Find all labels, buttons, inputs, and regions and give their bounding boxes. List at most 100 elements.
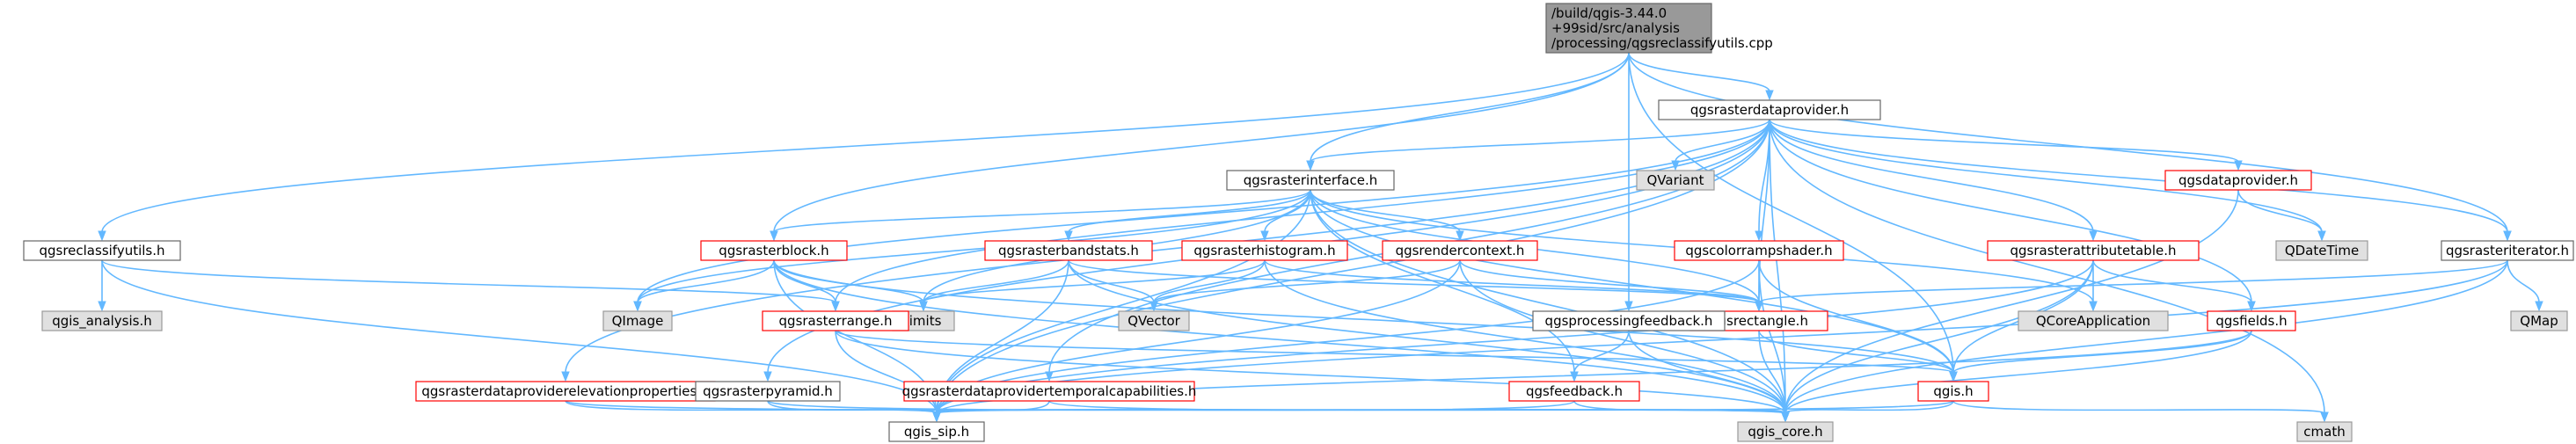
edge-procfeedback-to-qgis_core <box>1628 330 1790 423</box>
node-qimage: QImage <box>602 310 673 331</box>
edge-arrowhead <box>633 301 642 312</box>
edge-line <box>1628 330 1786 414</box>
node-attrtable[interactable]: qgsrasterattributetable.h <box>1987 240 2200 261</box>
node-label: qgis_sip.h <box>904 424 969 440</box>
edge-line <box>1628 52 1954 374</box>
edge-line <box>565 400 938 414</box>
node-label: QCoreApplication <box>2036 313 2150 329</box>
node-label: /processing/qgsreclassifyutils.cpp <box>1551 35 1773 51</box>
edge-line <box>1784 259 2094 414</box>
node-box <box>2018 310 2169 331</box>
node-reclass[interactable]: qgsreclassifyutils.h <box>23 240 181 261</box>
node-box <box>1658 99 1881 120</box>
node-feedback[interactable]: qgsfeedback.h <box>1508 381 1640 402</box>
node-label: qgsdataprovider.h <box>2178 172 2298 188</box>
edge-line <box>1310 189 1461 233</box>
edge-arrowhead <box>1624 301 1633 312</box>
edge-line <box>1758 259 1786 414</box>
edge-line <box>1628 52 1770 92</box>
edge-line <box>2237 189 2323 233</box>
edge-arrowhead <box>1306 160 1315 171</box>
edge-line <box>1784 400 1954 414</box>
node-fields[interactable]: qgsfields.h <box>2207 310 2296 331</box>
node-elevprops[interactable]: qgsrasterdataproviderelevationproperties… <box>415 381 716 402</box>
edge-line <box>1310 189 1786 414</box>
node-rinterface[interactable]: qgsrasterinterface.h <box>1226 170 1395 191</box>
node-rendercontext[interactable]: qgsrendercontext.h <box>1382 240 1538 261</box>
node-bandstats[interactable]: qgsrasterbandstats.h <box>984 240 1153 261</box>
node-colorramp[interactable]: qgscolorrampshader.h <box>1674 240 1844 261</box>
edge-rectangle-to-qgis <box>1758 330 1958 382</box>
edge-arrowhead <box>1570 371 1579 382</box>
edge-line <box>1758 330 1954 374</box>
node-procfeedback[interactable]: qgsprocessingfeedback.h <box>1532 310 1726 331</box>
node-temporal[interactable]: qgsrasterdataprovidertemporalcapabilitie… <box>902 381 1197 402</box>
node-rblock[interactable]: qgsrasterblock.h <box>700 240 848 261</box>
edge-line <box>1068 189 1311 233</box>
node-label: qgsrasterblock.h <box>719 243 828 258</box>
edge-histogram-to-qvector <box>1149 259 1266 312</box>
edge-line <box>637 259 775 303</box>
node-box <box>695 381 841 402</box>
edge-arrowhead <box>770 230 778 242</box>
node-label: qgis_core.h <box>1748 424 1822 440</box>
node-qvariant: QVariant <box>1636 170 1715 191</box>
edge-rinterface-to-rendercontext <box>1310 189 1464 242</box>
node-label: QDateTime <box>2285 243 2359 258</box>
edge-line <box>1310 189 1954 374</box>
edge-line <box>1675 119 1770 163</box>
edge-root-to-rblock <box>770 52 1630 242</box>
node-box <box>2275 240 2368 261</box>
node-label: qgsrasterinterface.h <box>1244 172 1377 188</box>
edge-dataprovider-to-qgis_core <box>1781 189 2239 423</box>
node-rdp[interactable]: qgsrasterdataprovider.h <box>1658 99 1881 120</box>
edge-dataprovider-to-qdatetime <box>2237 189 2326 242</box>
node-qcoreapp: QCoreApplication <box>2018 310 2169 331</box>
node-riterator[interactable]: qgsrasteriterator.h <box>2441 240 2574 261</box>
node-label: qgsrasterrange.h <box>779 313 893 329</box>
node-dataprovider[interactable]: qgsdataprovider.h <box>2164 170 2312 191</box>
node-root: /build/qgis-3.44.0+99sid/src/analysis/pr… <box>1545 3 1773 54</box>
edge-arrowhead <box>2247 301 2256 312</box>
edge-line <box>101 259 938 414</box>
edge-line <box>1769 119 2239 163</box>
edge-line <box>1784 259 2508 414</box>
node-pyramid[interactable]: qgsrasterpyramid.h <box>695 381 841 402</box>
node-label: qgsreclassifyutils.h <box>39 243 164 258</box>
node-rrange[interactable]: qgsrasterrange.h <box>762 310 909 331</box>
node-label: qgsrasterattributetable.h <box>2010 243 2176 258</box>
node-label: qgsrasterdataproviderelevationproperties… <box>421 383 709 399</box>
node-box <box>1737 421 1834 442</box>
edge-line <box>835 330 1786 414</box>
node-qgis_sip[interactable]: qgis_sip.h <box>888 421 985 442</box>
edge-arrowhead <box>1149 301 1158 312</box>
edge-line <box>1310 52 1630 163</box>
edge-elevprops-to-qgis_core <box>565 400 1790 423</box>
edge-line <box>1769 119 2325 414</box>
edge-arrowhead <box>1949 371 1958 382</box>
node-cmath: cmath <box>2296 421 2353 442</box>
node-qgis[interactable]: qgis.h <box>1917 381 1989 402</box>
edge-reclass-to-rrange <box>101 259 840 312</box>
node-qgis_analysis: qgis_analysis.h <box>41 310 163 331</box>
edge-arrowhead <box>831 301 840 312</box>
node-box <box>2296 421 2353 442</box>
edge-line <box>767 400 938 414</box>
node-label: qgis_analysis.h <box>52 313 152 330</box>
edge-arrowhead <box>919 301 928 312</box>
edge-histogram-to-limits <box>919 259 1266 312</box>
edge-rblock-to-qimage <box>633 259 775 312</box>
edge-line <box>923 259 1069 303</box>
node-box <box>1181 240 1348 261</box>
node-box <box>888 421 985 442</box>
edge-feedback-to-qgis_sip <box>932 400 1575 423</box>
node-box <box>984 240 1153 261</box>
edge-arrowhead <box>2317 230 2326 242</box>
edge-qgis-to-qgis_core <box>1781 400 1954 423</box>
node-label: qgsrasteriterator.h <box>2446 243 2569 258</box>
edge-line <box>923 259 1266 303</box>
node-histogram[interactable]: qgsrasterhistogram.h <box>1181 240 1348 261</box>
edge-elevprops-to-qgis_sip <box>565 400 941 423</box>
edge-line <box>1068 259 1155 303</box>
